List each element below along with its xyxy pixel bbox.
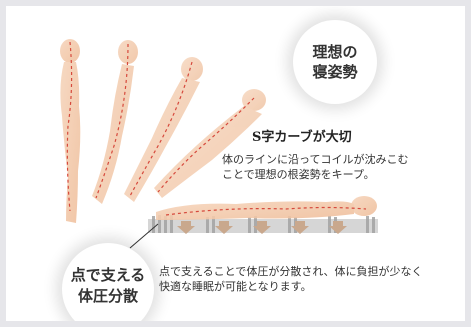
spine-line-3 xyxy=(129,61,193,197)
diagram-panel: 理想の 寝姿勢 S字カーブが大切 体のラインに沿ってコイルが沈みこむ ことで理想… xyxy=(6,6,465,321)
point-support-badge: 点で支える 体圧分散 xyxy=(62,243,154,321)
person-silhouette-1 xyxy=(60,39,81,223)
point-description-line-1: 点で支えることで体圧が分散され、体に負担が少なく xyxy=(159,265,423,278)
person-silhouette-4 xyxy=(154,89,266,198)
coil-description: 体のラインに沿ってコイルが沈みこむ ことで理想の根姿勢をキープ。 xyxy=(222,152,408,182)
badge-point-line-1: 点で支える xyxy=(70,266,146,284)
badge-point-line-2: 体圧分散 xyxy=(77,287,138,305)
pointer-line xyxy=(129,223,159,249)
badge-ideal-line-2: 寝姿勢 xyxy=(312,63,358,81)
person-silhouette-lying xyxy=(156,196,377,220)
spine-line-1 xyxy=(66,41,73,212)
point-support-description: 点で支えることで体圧が分散され、体に負担が少なく 快適な睡眠が可能となります。 xyxy=(159,264,422,294)
person-silhouette-3 xyxy=(124,57,203,202)
ideal-posture-badge: 理想の 寝姿勢 xyxy=(293,20,377,104)
pressure-arrows xyxy=(177,221,347,234)
badge-ideal-line-1: 理想の xyxy=(312,43,358,61)
coil-description-line-2: ことで理想の根姿勢をキープ。 xyxy=(222,168,375,181)
s-curve-heading: S字カーブが大切 xyxy=(252,130,352,145)
spine-line-lying xyxy=(165,206,367,216)
coil-description-line-1: 体のラインに沿ってコイルが沈みこむ xyxy=(222,153,409,166)
person-silhouette-2 xyxy=(92,40,138,204)
posture-illustration xyxy=(60,39,378,249)
spine-line-2 xyxy=(95,43,129,199)
spine-line-4 xyxy=(157,97,255,193)
point-description-line-2: 快適な睡眠が可能となります。 xyxy=(159,280,312,293)
